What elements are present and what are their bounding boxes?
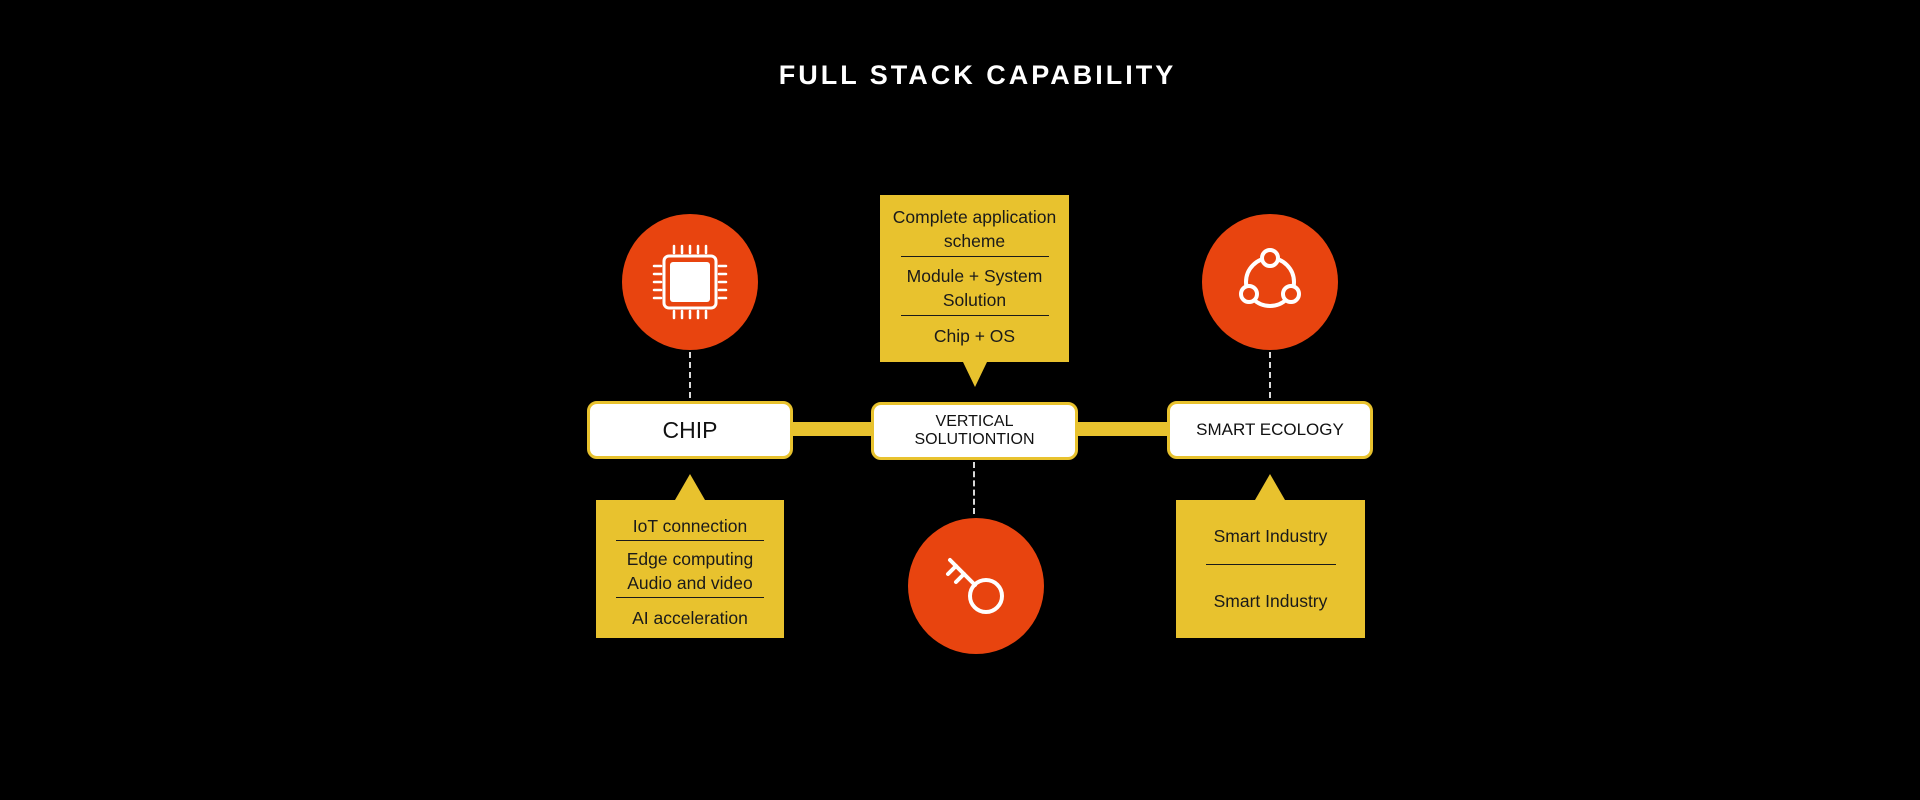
vertical-box: Complete application scheme Module + Sys… — [880, 195, 1069, 362]
connector-chip-vertical — [790, 422, 874, 436]
ecology-box-pointer — [1255, 474, 1285, 500]
ecology-box-divider — [1205, 564, 1336, 565]
vertical-box-divider — [900, 315, 1049, 316]
chip-icon — [652, 244, 728, 320]
vertical-box-item: Chip + OS — [933, 326, 1016, 346]
key-icon — [946, 558, 1004, 614]
chip-node-label: CHIP — [662, 416, 718, 443]
chip-box-item: Edge computing Audio and video — [626, 549, 754, 593]
chip-box-pointer — [675, 474, 705, 500]
chip-box-item: AI acceleration — [632, 608, 748, 628]
connector-vertical-ecology — [1076, 422, 1170, 436]
chip-dashed-line — [689, 352, 691, 398]
share-network-icon — [1239, 248, 1301, 308]
vertical-circle — [908, 518, 1044, 654]
vertical-node-label: VERTICAL SOLUTIONTION — [914, 413, 1035, 448]
chip-box-divider — [616, 597, 764, 598]
vertical-box-divider — [900, 256, 1049, 257]
vertical-node: VERTICAL SOLUTIONTION — [871, 402, 1078, 460]
page-title: FULL STACK CAPABILITY — [778, 60, 1177, 90]
ecology-box-item: Smart Industry — [1213, 591, 1328, 611]
vertical-box-item: Module + System Solution — [906, 266, 1043, 310]
ecology-box: Smart Industry Smart Industry — [1176, 500, 1365, 638]
ecology-circle — [1202, 214, 1338, 350]
vertical-box-item: Complete application scheme — [892, 207, 1057, 251]
vertical-box-pointer — [963, 362, 987, 387]
chip-box: IoT connection Edge computing Audio and … — [596, 500, 784, 638]
vertical-dashed-line — [973, 462, 975, 514]
ecology-box-item: Smart Industry — [1213, 526, 1328, 546]
chip-box-divider — [616, 540, 764, 541]
ecology-node-label: SMART ECOLOGY — [1196, 420, 1344, 439]
chip-circle — [622, 214, 758, 350]
chip-node: CHIP — [587, 401, 793, 459]
ecology-dashed-line — [1269, 352, 1271, 398]
ecology-node: SMART ECOLOGY — [1167, 401, 1373, 459]
chip-box-item: IoT connection — [632, 516, 748, 536]
